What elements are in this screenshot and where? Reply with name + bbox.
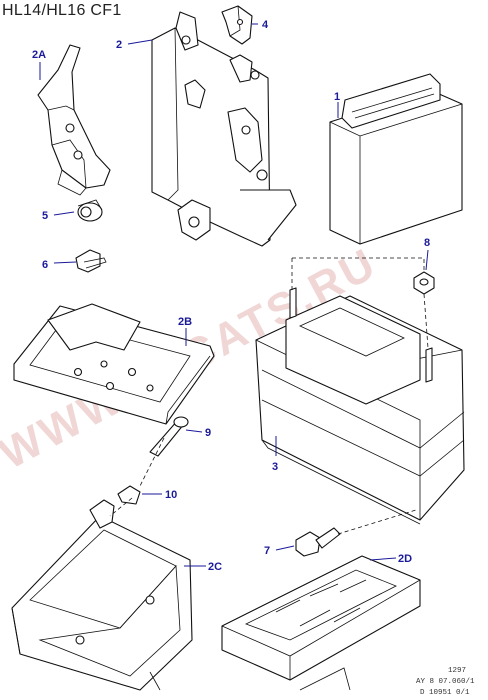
diagram-title: HL14/HL16 CF1: [2, 2, 122, 19]
part-2d-cover: [221, 555, 421, 691]
callout-1: 1: [334, 91, 340, 103]
part-3-battery-box: [255, 287, 465, 525]
callout-2: 2: [116, 39, 122, 51]
callout-6: 6: [42, 259, 48, 271]
callout-2b: 2B: [178, 316, 192, 328]
callouts: 1 2 2A 2B 2C 2D 3 4 5 6 7 8 9: [32, 19, 430, 573]
callout-8: 8: [424, 237, 430, 249]
part-2a-bracket: [37, 44, 111, 196]
reference-line-1: 1297: [448, 667, 466, 675]
callout-9: 9: [205, 427, 211, 439]
callout-5: 5: [42, 210, 48, 222]
part-2-mounting-plate: [151, 11, 297, 247]
part-2c-bracket: [11, 499, 193, 691]
callout-2a: 2A: [32, 49, 46, 61]
callout-4: 4: [262, 19, 269, 31]
callout-7: 7: [264, 545, 270, 557]
part-6-bolt: [75, 249, 107, 273]
callout-2c: 2C: [208, 561, 222, 573]
alignment-lines: [109, 257, 429, 535]
part-2b-tray: [13, 303, 215, 425]
part-1-control-module: [329, 73, 463, 245]
part-9-bolt: [149, 416, 189, 457]
part-10-clip: [117, 485, 141, 505]
part-7-bolt: [295, 527, 341, 557]
part-8-nut: [413, 271, 435, 295]
part-4-clip: [221, 5, 253, 45]
reference-code: 1297 AY 8 07.060/1 D 10951 0/1: [416, 667, 475, 697]
reference-line-2: AY 8 07.060/1: [416, 678, 475, 686]
callout-3: 3: [272, 461, 278, 473]
part-5-grommet: [77, 199, 103, 222]
callout-2d: 2D: [398, 553, 412, 565]
reference-line-3: D 10951 0/1: [420, 689, 470, 697]
callout-10: 10: [165, 489, 177, 501]
